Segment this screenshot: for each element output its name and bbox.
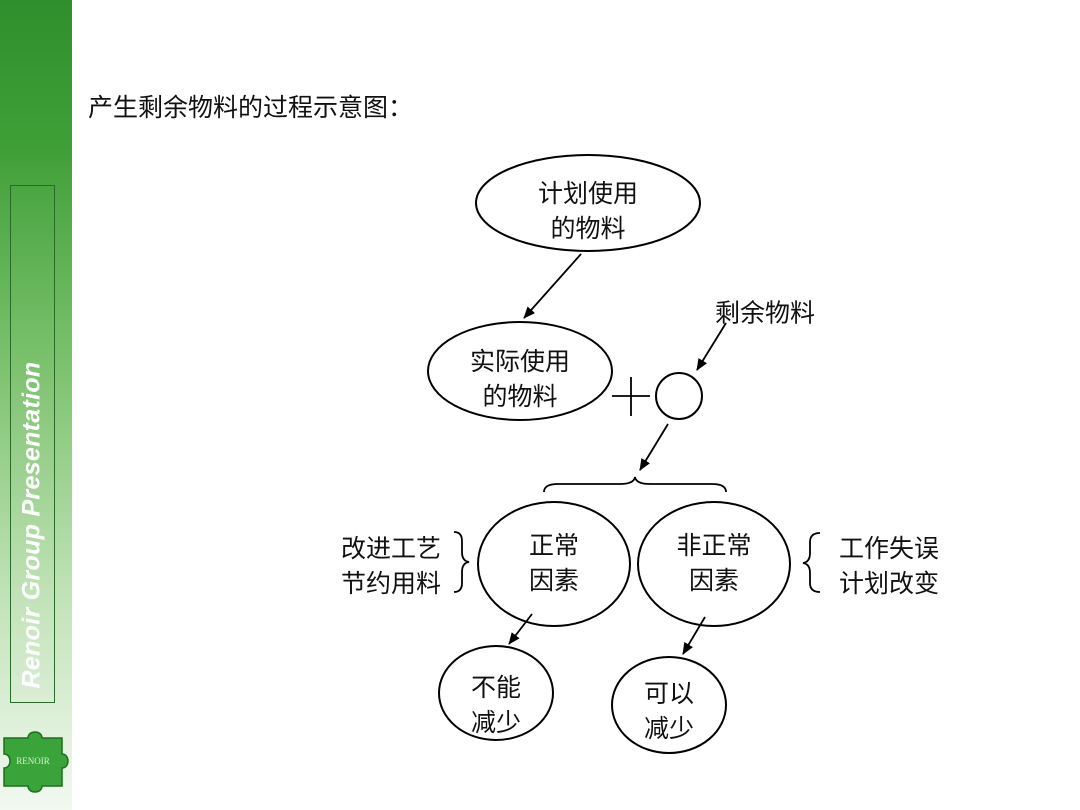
abnormal-factors-label: 非正常因素	[676, 531, 752, 595]
arrow-normal-to-cannot	[508, 613, 533, 645]
arrow-abnormal-to-can	[682, 616, 706, 655]
cannot-reduce-ellipse	[438, 645, 554, 741]
left-brace	[453, 531, 470, 593]
surplus-materials-label: 剩余物料	[714, 298, 816, 328]
sidebar-frame	[10, 185, 55, 703]
cannot-reduce-label: 不能减少	[470, 673, 522, 737]
sidebar-band: Renoir Group Presentation	[0, 0, 72, 810]
surplus-circle	[655, 372, 703, 420]
puzzle-piece-shape	[3, 731, 69, 793]
arrow-planned-to-actual	[523, 253, 582, 319]
abnormal-factors-notes: 工作失误计划改变	[838, 534, 940, 598]
normal-factors-label: 正常因素	[528, 531, 580, 595]
top-brace	[543, 476, 727, 493]
normal-factors-notes: 改进工艺节约用料	[340, 534, 442, 598]
slide-title: 产生剩余物料的过程示意图：	[88, 93, 414, 122]
can-reduce-ellipse	[611, 656, 727, 754]
planned-materials-ellipse	[475, 154, 701, 252]
arrow-surplus-to-factors	[639, 423, 669, 471]
planned-materials-label: 计划使用的物料	[537, 179, 639, 243]
abnormal-factors-ellipse	[637, 501, 791, 627]
arrow-label-to-surplus	[696, 322, 727, 371]
normal-factors-ellipse	[477, 501, 631, 627]
can-reduce-label: 可以减少	[643, 679, 695, 743]
actual-materials-ellipse	[427, 321, 613, 421]
logo-text: RENOIR	[16, 756, 50, 766]
right-brace	[802, 532, 821, 593]
actual-materials-label: 实际使用的物料	[469, 347, 571, 411]
puzzle-logo: RENOIR	[3, 731, 69, 793]
